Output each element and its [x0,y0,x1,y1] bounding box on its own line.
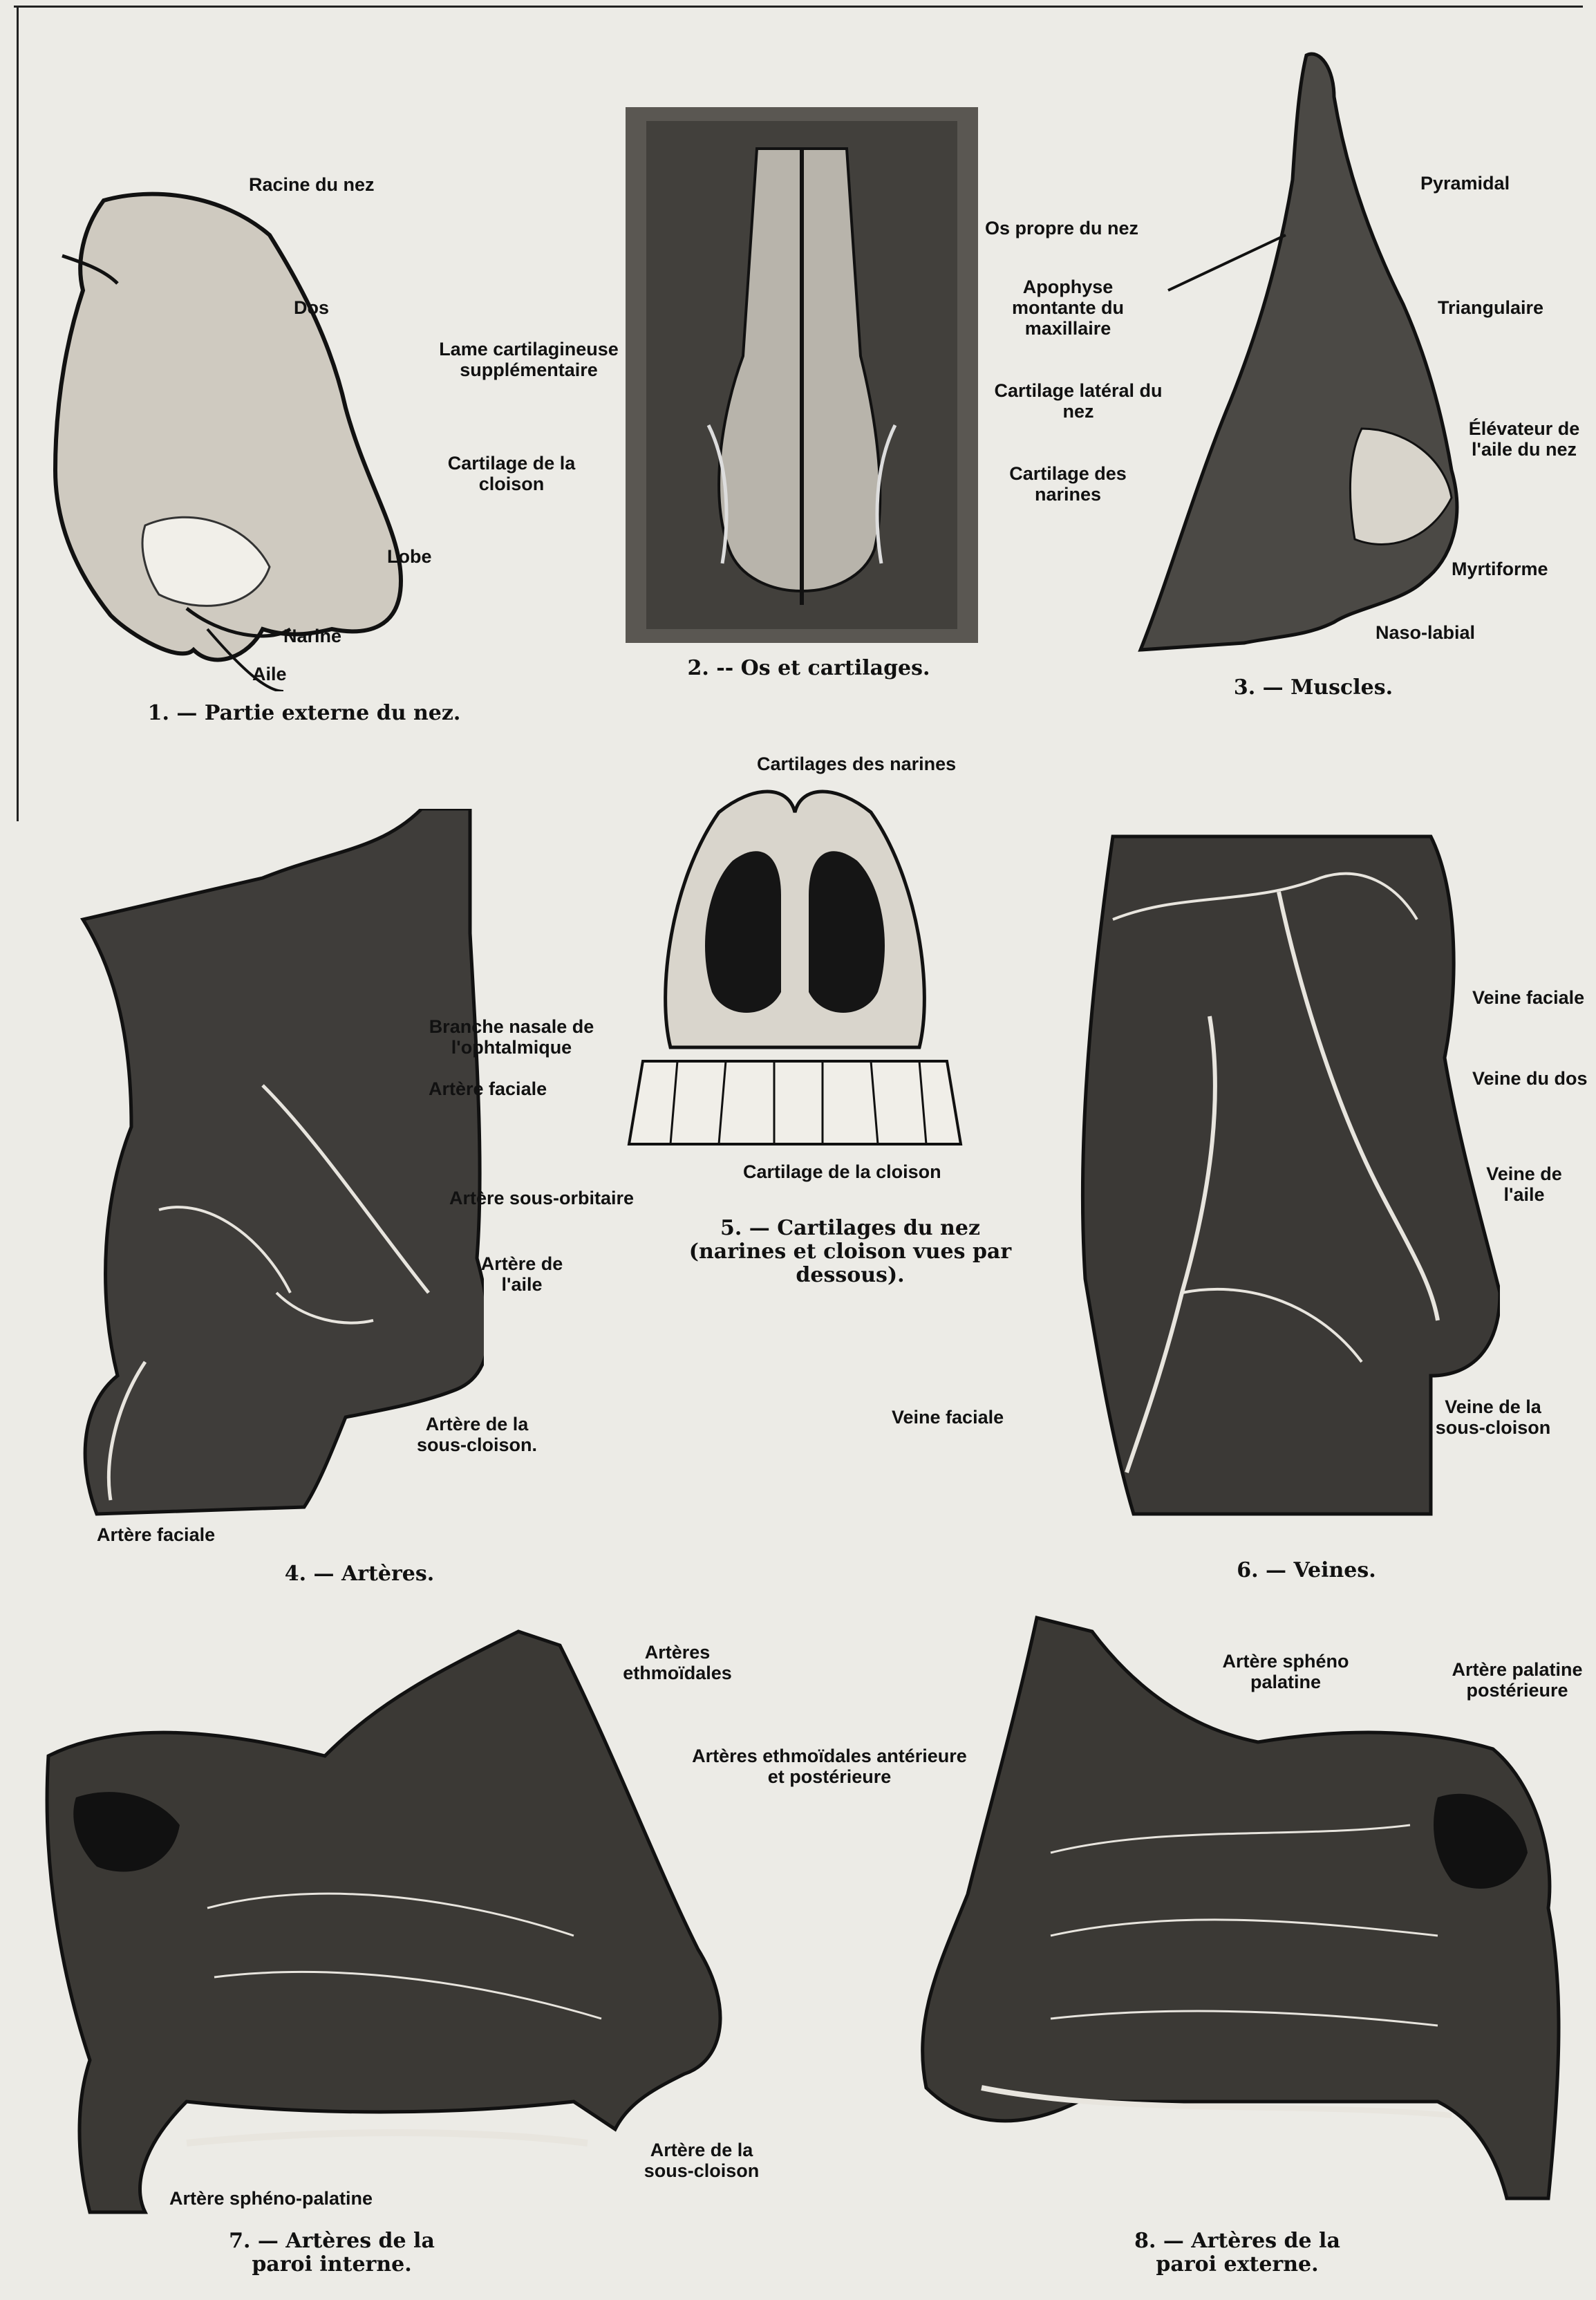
label-narine: Narine [283,626,341,646]
label-branche-nasale: Branche nasale de l'ophtalmique [422,1016,601,1058]
cartilages-underside-drawing [615,785,975,1151]
label-cartilages-des-narines-fig5: Cartilages des narines [757,754,956,774]
label-veine-du-dos: Veine du dos [1472,1068,1588,1089]
label-arteres-ethmoidales-ant-post: Artères ethmoïdales antérieure et postér… [691,1746,968,1787]
figure-1-caption: 1. — Partie externe du nez. [124,702,484,725]
figure-2-caption: 2. -- Os et cartilages. [636,657,982,680]
label-artere-sous-cloison-fig7: Artère de la sous-cloison [629,2140,774,2181]
label-artere-palatine-posterieure: Artère palatine postérieure [1445,1659,1590,1701]
internal-wall-drawing [35,1618,740,2226]
label-aile: Aile [252,664,287,684]
top-border [14,6,1583,8]
label-cartilage-de-la-cloison-fig5: Cartilage de la cloison [743,1161,941,1182]
label-veine-faciale-fig6-bottom: Veine faciale [892,1407,1004,1428]
label-pyramidal: Pyramidal [1420,173,1510,194]
figure-4-caption: 4. — Artères. [270,1562,449,1586]
figure-8-caption: 8. — Artères de la paroi externe. [1134,2229,1341,2276]
label-veine-faciale-fig6-top: Veine faciale [1472,987,1584,1008]
left-border [17,6,19,821]
label-artere-sous-orbitaire: Artère sous-orbitaire [449,1188,634,1208]
label-racine-du-nez: Racine du nez [249,174,375,195]
label-veine-de-l-aile: Veine de l'aile [1476,1163,1572,1205]
label-artere-sous-cloison-fig4: Artère de la sous-cloison. [415,1414,539,1455]
bones-cartilages-drawing [626,107,978,643]
figure-3-caption: 3. — Muscles. [1210,676,1417,700]
label-os-propre-du-nez: Os propre du nez [985,218,1138,239]
figure-7-internal-wall-arteries [35,1618,740,2226]
label-artere-spheno-palatine-fig7: Artère sphéno-palatine [169,2188,373,2209]
label-naso-labial: Naso-labial [1376,622,1475,643]
label-lobe: Lobe [387,546,432,567]
figure-2-bones-cartilages [626,107,978,643]
label-artere-de-l-aile: Artère de l'aile [477,1253,567,1295]
label-dos: Dos [294,297,329,318]
label-arteres-ethmoidales-fig7: Artères ethmoïdales [608,1642,747,1683]
label-lame-cartilagineuse: Lame cartilagineuse supplémentaire [425,339,632,380]
label-elevateur-aile: Élévateur de l'aile du nez [1465,418,1583,460]
figure-7-caption: 7. — Artères de la paroi interne. [228,2229,435,2276]
label-artere-faciale-fig4-top: Artère faciale [429,1078,547,1099]
figure-5-caption: 5. — Cartilages du nez (narines et clois… [684,1217,1016,1287]
label-artere-spheno-palatine-fig8: Artère sphéno palatine [1217,1651,1355,1692]
figure-6-caption: 6. — Veines. [1217,1559,1396,1582]
label-apophyse-montante: Apophyse montante du maxillaire [988,277,1147,339]
figure-5-cartilages-underside [615,785,975,1151]
label-myrtiforme: Myrtiforme [1452,559,1548,579]
label-triangulaire: Triangulaire [1438,297,1543,318]
label-cartilage-de-la-cloison-fig2: Cartilage de la cloison [442,453,581,494]
label-veine-sous-cloison: Veine de la sous-cloison [1424,1396,1562,1438]
label-artere-faciale-fig4-bottom: Artère faciale [97,1524,215,1545]
